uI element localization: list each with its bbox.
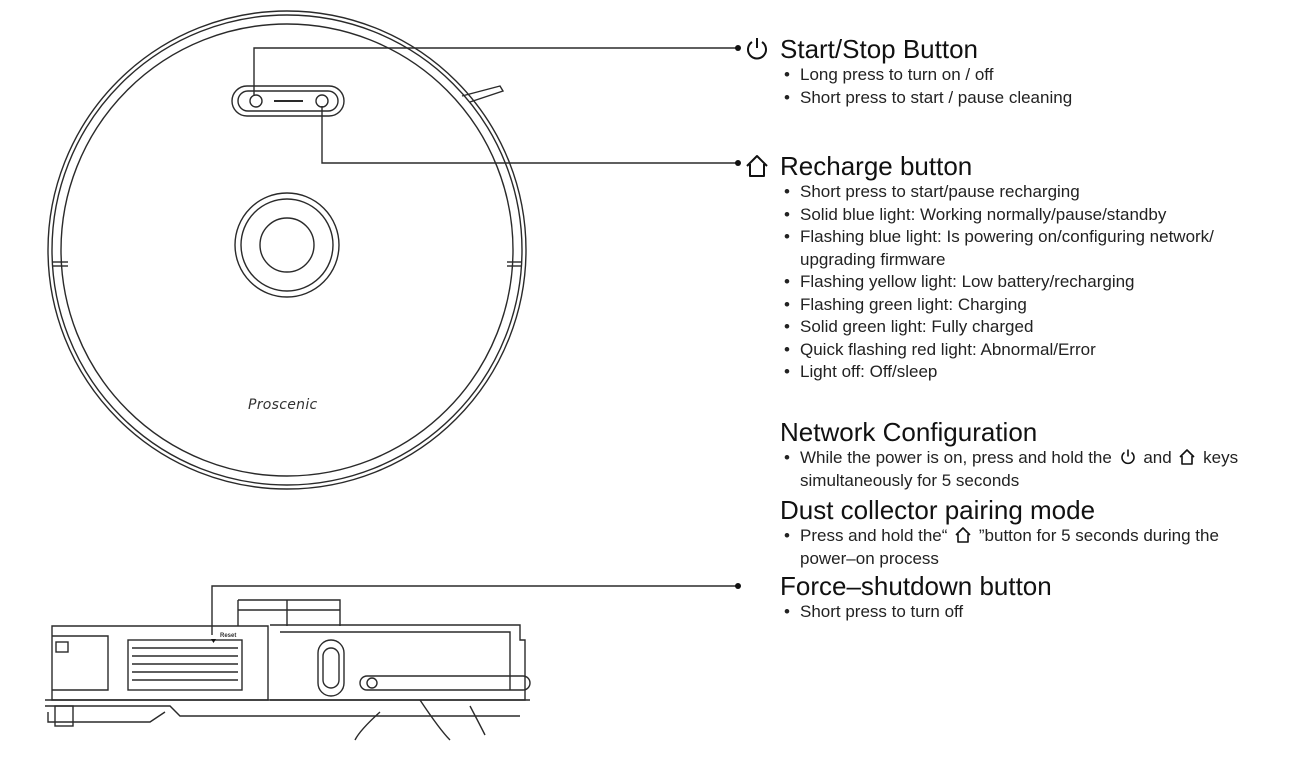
dust-section: Dust collector pairing mode Press and ho… <box>780 495 1219 570</box>
list-item: Long press to turn on / off <box>780 64 1072 87</box>
network-text-and: and <box>1143 448 1172 467</box>
list-item: Flashing green light: Charging <box>780 294 1214 317</box>
network-section: Network Configuration While the power is… <box>780 417 1238 492</box>
dust-title: Dust collector pairing mode <box>780 495 1096 525</box>
power-icon <box>1119 448 1137 466</box>
dust-bullets: Press and hold the“ ”button for 5 second… <box>780 525 1219 570</box>
leader-lines <box>211 47 738 635</box>
list-item: Short press to start/pause recharging <box>780 181 1214 204</box>
brand-logo: Proscenic <box>248 397 318 413</box>
home-icon <box>1178 448 1196 466</box>
recharge-bullets: Short press to start/pause recharging So… <box>780 181 1214 384</box>
recharge-title: Recharge button <box>780 151 973 181</box>
robot-side-view <box>45 599 531 741</box>
force-bullets: Short press to turn off <box>780 601 1052 624</box>
network-text-after: keys <box>1203 448 1239 467</box>
force-title: Force–shutdown button <box>780 571 1052 601</box>
list-item: Short press to start / pause cleaning <box>780 87 1072 110</box>
power-icon <box>743 35 771 63</box>
list-item: Light off: Off/sleep <box>780 361 1214 384</box>
home-icon <box>954 526 972 544</box>
list-item: Solid green light: Fully charged <box>780 316 1214 339</box>
list-item: Short press to turn off <box>780 601 1052 624</box>
list-item: Flashing blue light: Is powering on/conf… <box>780 226 1214 249</box>
start-stop-title: Start/Stop Button <box>780 34 979 64</box>
force-section: Force–shutdown button Short press to tur… <box>780 571 1052 624</box>
start-stop-section: Start/Stop Button Long press to turn on … <box>747 34 1072 109</box>
recharge-section: Recharge button Short press to start/pau… <box>746 151 1214 384</box>
home-icon <box>743 152 771 180</box>
dust-text-after: ”button for 5 seconds during the <box>978 526 1219 545</box>
list-item-continuation: simultaneously for 5 seconds <box>800 470 1020 490</box>
robot-top-view <box>47 10 527 490</box>
network-text-before: While the power is on, press and hold th… <box>800 448 1112 467</box>
list-item-continuation: upgrading firmware <box>800 249 946 269</box>
network-title: Network Configuration <box>780 417 1038 447</box>
list-item: While the power is on, press and hold th… <box>780 447 1238 470</box>
list-item-continuation: power–on process <box>800 548 939 568</box>
list-item: Solid blue light: Working normally/pause… <box>780 204 1214 227</box>
network-bullets: While the power is on, press and hold th… <box>780 447 1238 492</box>
list-item: Press and hold the“ ”button for 5 second… <box>780 525 1219 548</box>
list-item: Quick flashing red light: Abnormal/Error <box>780 339 1214 362</box>
list-item: Flashing yellow light: Low battery/recha… <box>780 271 1214 294</box>
dust-text-before: Press and hold the“ <box>800 526 948 545</box>
start-stop-bullets: Long press to turn on / off Short press … <box>780 64 1072 109</box>
reset-label: Reset <box>220 633 237 639</box>
